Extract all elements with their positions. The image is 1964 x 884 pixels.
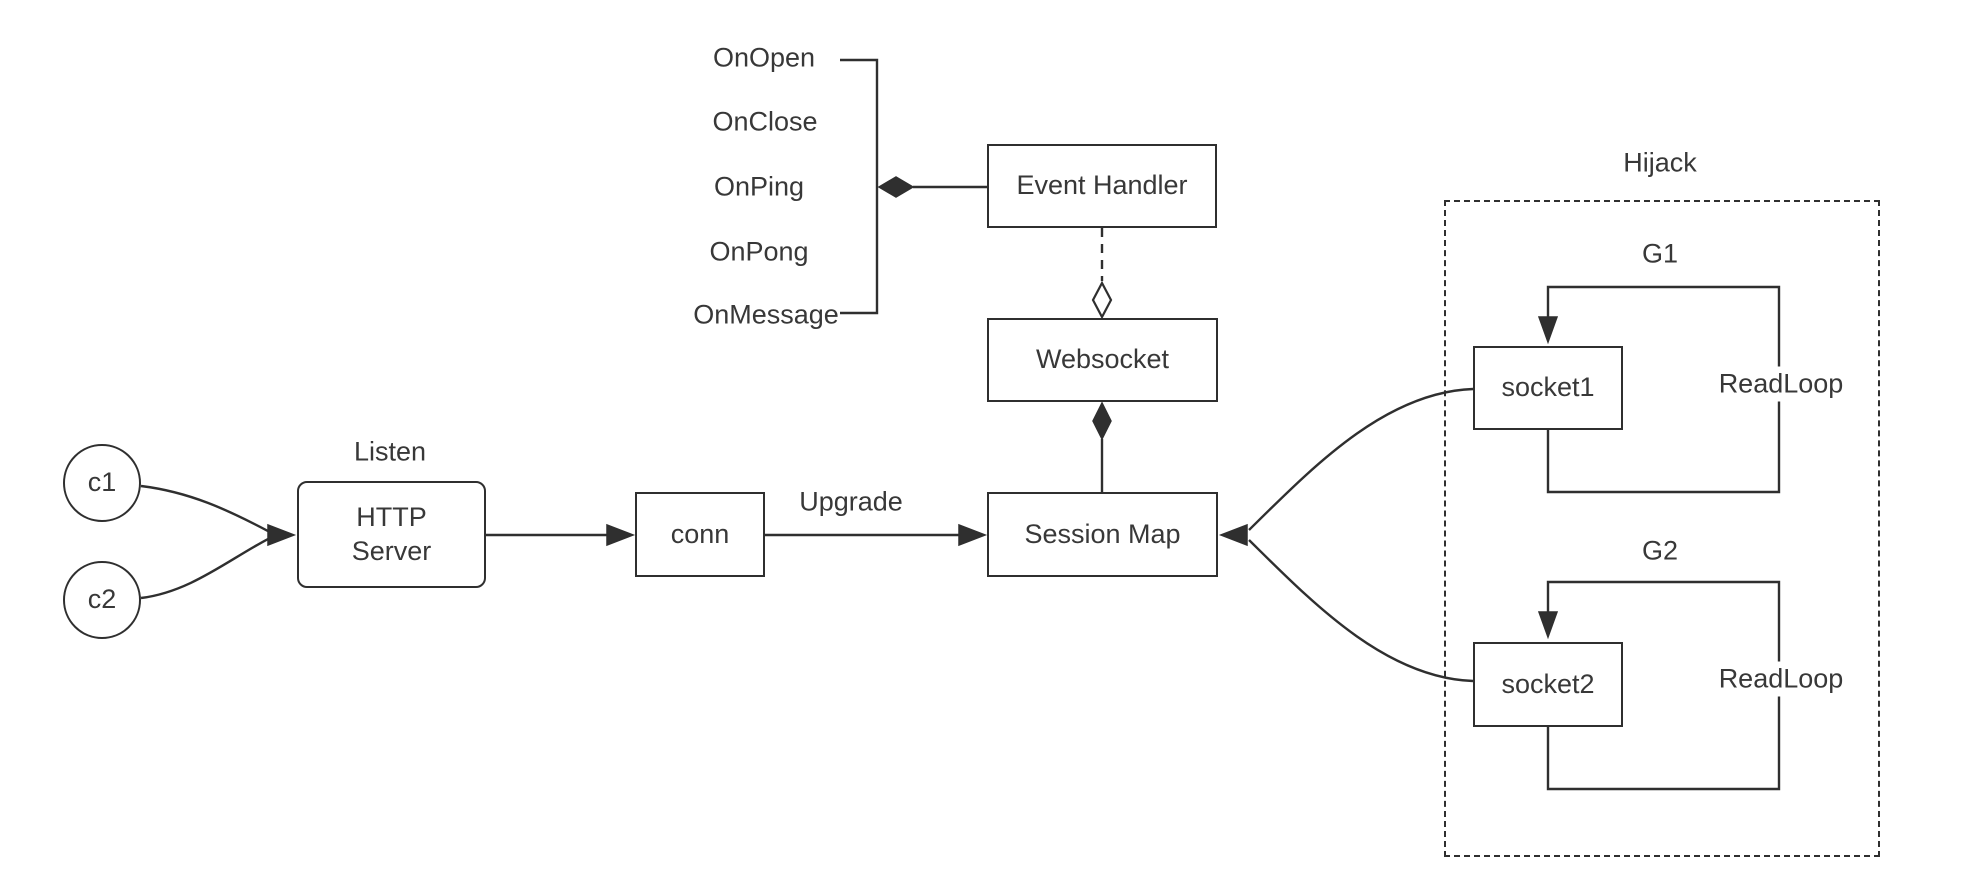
socket2-node: socket2 [1473, 642, 1623, 727]
event-label-onopen: OnOpen [712, 42, 816, 73]
client-node-c2: c2 [63, 561, 141, 639]
c2-to-httpserver-curve [140, 537, 269, 600]
event-handler-label: Event Handler [1016, 170, 1188, 201]
websocket-open-diamond [1091, 280, 1113, 320]
client-node-c1: c1 [63, 444, 141, 522]
upgrade-edge-label: Upgrade [799, 486, 903, 517]
conn-arrowhead [606, 523, 636, 547]
session-map-label: Session Map [1024, 518, 1181, 549]
event-handler-node: Event Handler [987, 144, 1217, 228]
events-composition-diamond [877, 176, 915, 198]
c1-to-httpserver-curve [140, 484, 269, 533]
client-c2-label: c2 [87, 584, 117, 615]
listen-label: Listen [353, 436, 427, 467]
conn-label: conn [670, 518, 730, 549]
socket2-label: socket2 [1501, 668, 1595, 699]
g2-loop-arrowhead [1537, 611, 1559, 640]
sessionmap-right-arrowhead [1218, 523, 1248, 547]
g1-loop-arrowhead [1537, 316, 1559, 345]
http-server-label-line1: HTTP [356, 501, 427, 532]
g1-readloop-label: ReadLoop [1712, 366, 1850, 402]
socket1-to-sessionmap-curve [1248, 387, 1474, 531]
event-label-onclose: OnClose [712, 106, 818, 137]
g2-label: G2 [1641, 535, 1679, 566]
http-server-label-line2: Server [351, 535, 432, 566]
hijack-label: Hijack [1623, 147, 1697, 178]
g2-readloop-label: ReadLoop [1712, 661, 1850, 697]
socket2-to-sessionmap-curve [1248, 539, 1474, 683]
event-label-onpong: OnPong [709, 236, 809, 267]
client-c1-label: c1 [87, 467, 117, 498]
events-bracket [840, 58, 879, 315]
g1-label: G1 [1641, 238, 1679, 269]
event-label-onping: OnPing [713, 171, 805, 202]
websocket-label: Websocket [1035, 344, 1170, 375]
socket1-node: socket1 [1473, 346, 1623, 430]
sessionmap-left-arrowhead [958, 523, 988, 547]
websocket-node: Websocket [987, 318, 1218, 402]
websocket-composition-diamond [1092, 401, 1112, 441]
event-label-onmessage: OnMessage [693, 299, 839, 330]
http-server-node: HTTP Server [297, 481, 486, 588]
httpserver-arrowhead [267, 523, 297, 547]
conn-node: conn [635, 492, 765, 577]
hijack-container [1444, 200, 1880, 857]
socket1-label: socket1 [1501, 372, 1595, 403]
session-map-node: Session Map [987, 492, 1218, 577]
